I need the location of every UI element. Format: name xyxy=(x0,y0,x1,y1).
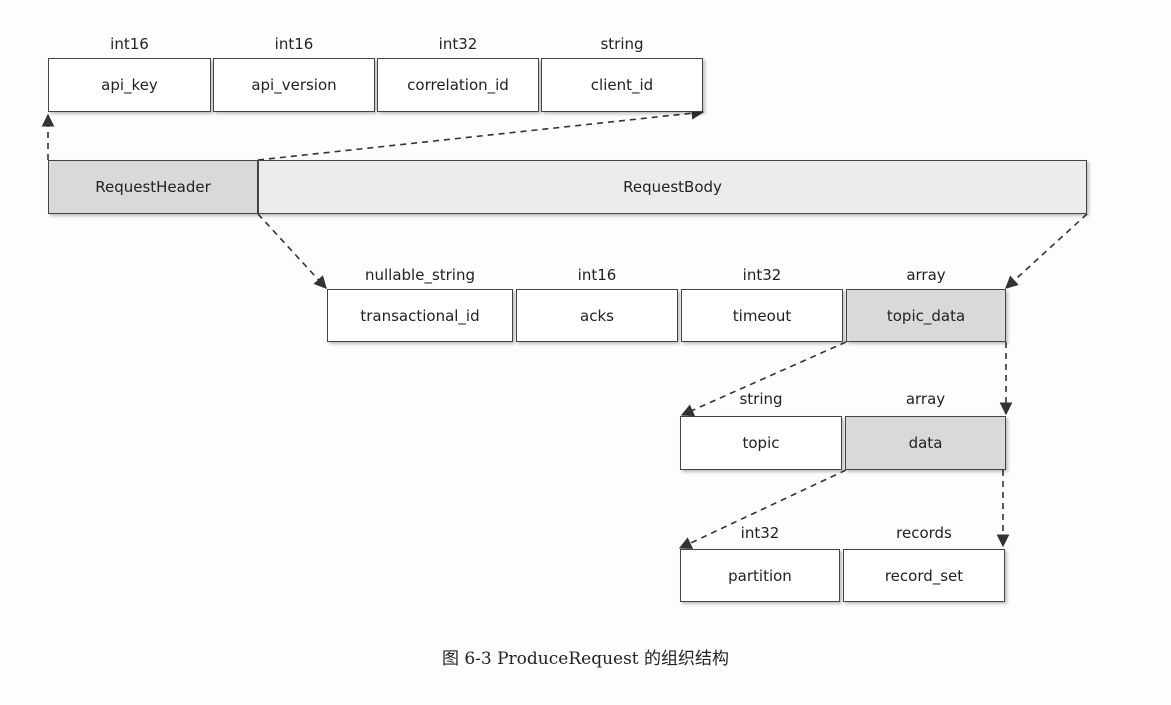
transactional-id-type: nullable_string xyxy=(364,266,476,284)
acks-field: acks xyxy=(516,289,678,342)
record-set-type: records xyxy=(896,524,952,542)
arrow-to-topic-data xyxy=(1005,213,1088,289)
partition-type: int32 xyxy=(740,524,780,542)
arrow-to-client-id xyxy=(257,106,705,161)
arrow-to-topic xyxy=(680,341,847,417)
api-version-field: api_version xyxy=(213,58,375,112)
arrow-to-transactional-id xyxy=(257,213,327,289)
topic-type: string xyxy=(739,390,783,408)
client-id-field: client_id xyxy=(541,58,703,112)
transactional-id-field: transactional_id xyxy=(327,289,513,342)
topic-field: topic xyxy=(680,416,842,470)
timeout-field: timeout xyxy=(681,289,843,342)
request-header-box: RequestHeader xyxy=(48,160,258,214)
correlation-id-type: int32 xyxy=(438,35,478,53)
partition-field: partition xyxy=(680,549,840,602)
api-key-field: api_key xyxy=(48,58,211,112)
record-set-field: record_set xyxy=(843,549,1005,602)
arrow-to-partition xyxy=(678,469,847,549)
data-field: data xyxy=(845,416,1006,470)
api-version-type: int16 xyxy=(274,35,314,53)
request-body-box: RequestBody xyxy=(258,160,1087,214)
client-id-type: string xyxy=(600,35,644,53)
acks-type: int16 xyxy=(577,266,617,284)
topic-data-field: topic_data xyxy=(846,289,1006,342)
topic-data-type: array xyxy=(906,266,946,284)
api-key-type: int16 xyxy=(110,35,149,53)
figure-caption: 图 6-3 ProduceRequest 的组织结构 xyxy=(441,649,730,669)
correlation-id-field: correlation_id xyxy=(377,58,539,112)
data-type: array xyxy=(905,390,946,408)
timeout-type: int32 xyxy=(742,266,782,284)
